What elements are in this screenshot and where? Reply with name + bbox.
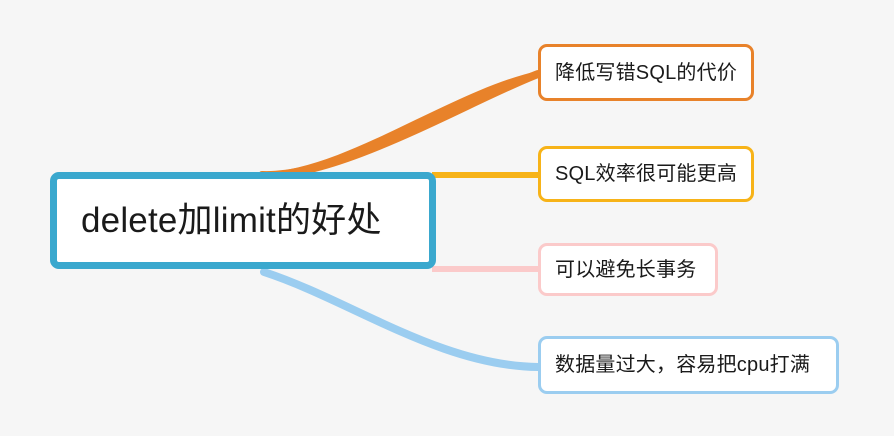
branch-node-label-1: SQL效率很可能更高 <box>555 163 738 185</box>
branch-node-label-3: 数据量过大，容易把cpu打满 <box>555 354 811 376</box>
branch-node-label-0: 降低写错SQL的代价 <box>555 61 738 84</box>
branch-node-label-2: 可以避免长事务 <box>555 258 697 281</box>
mindmap-branch-node-2[interactable]: 可以避免长事务 <box>538 243 718 296</box>
connector-branch-0-overlay <box>260 70 544 180</box>
mindmap-branch-node-0[interactable]: 降低写错SQL的代价 <box>538 44 754 101</box>
mindmap-branch-node-3[interactable]: 数据量过大，容易把cpu打满 <box>538 336 839 394</box>
mindmap-branch-node-1[interactable]: SQL效率很可能更高 <box>538 146 754 202</box>
connector-branch-0 <box>258 70 542 180</box>
root-node-label: delete加limit的好处 <box>81 200 382 240</box>
connector-branch-3 <box>260 268 542 371</box>
mindmap-root-node[interactable]: delete加limit的好处 <box>50 172 436 269</box>
